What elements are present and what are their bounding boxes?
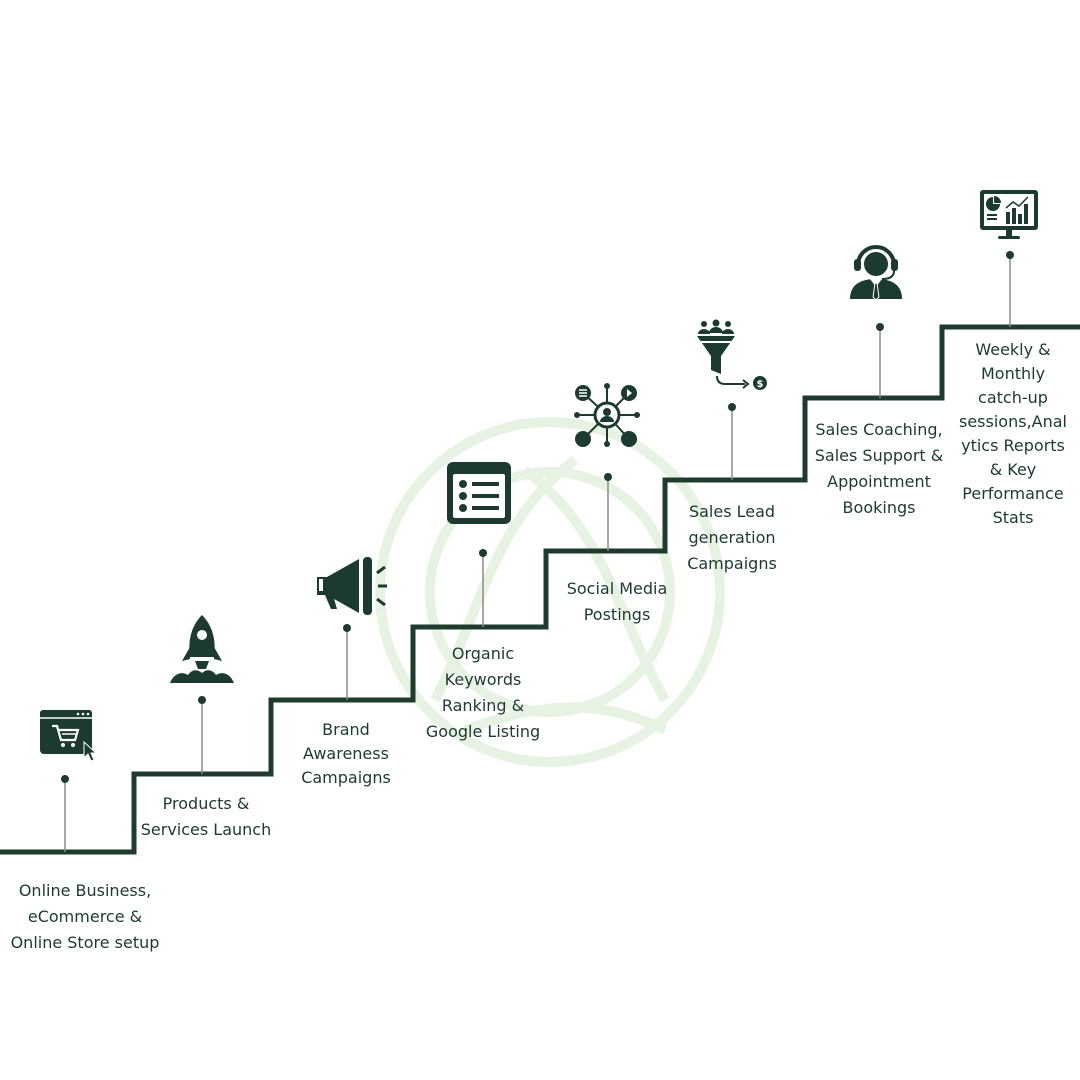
listing-icon — [447, 462, 511, 524]
step-4-label: Organic Keywords Ranking & Google Listin… — [425, 644, 541, 741]
social-network-icon — [574, 383, 640, 447]
analytics-monitor-icon — [980, 190, 1038, 239]
svg-text:$: $ — [757, 379, 764, 390]
sales-funnel-icon: $ — [697, 319, 767, 390]
shopping-cart-icon — [40, 710, 98, 762]
step-5-label: Social Media Postings — [566, 579, 668, 624]
headset-agent-icon — [850, 245, 902, 301]
step-8-label: Weekly & Monthly catch-up sessions,Anal … — [959, 340, 1067, 527]
megaphone-icon — [317, 557, 387, 615]
step-3-label: Brand Awareness Campaigns — [301, 720, 391, 787]
step-6-label: Sales Lead generation Campaigns — [687, 502, 777, 573]
step-7-label: Sales Coaching, Sales Support & Appointm… — [814, 420, 944, 517]
watermark-logo-icon — [375, 417, 725, 767]
step-2-label: Products & Services Launch — [140, 794, 272, 839]
step-1-label: Online Business, eCommerce & Online Stor… — [10, 881, 160, 952]
rocket-icon — [170, 615, 234, 683]
